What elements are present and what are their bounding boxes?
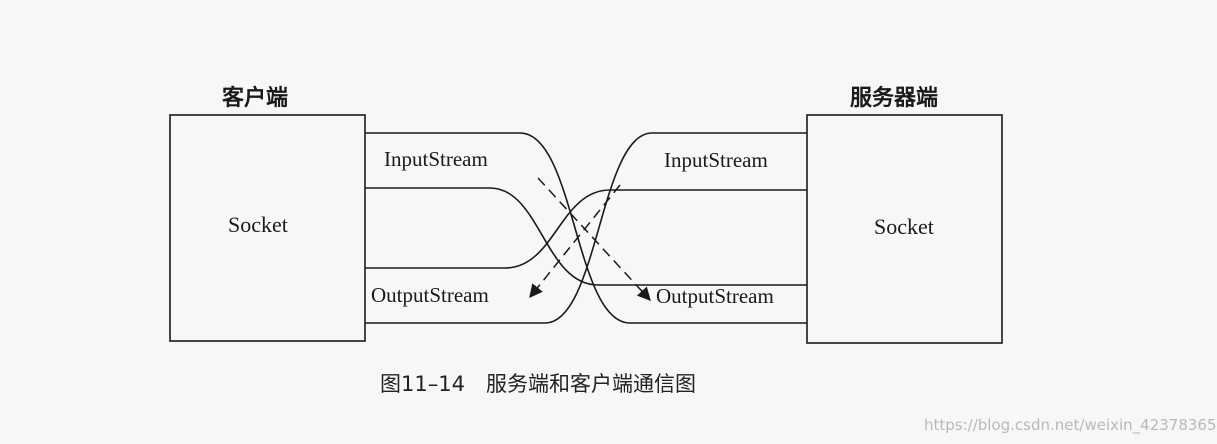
server-outputstream-label: OutputStream bbox=[656, 284, 774, 308]
client-input-channel-top bbox=[365, 132, 807, 324]
client-output-channel-top bbox=[365, 189, 807, 269]
client-outputstream-label: OutputStream bbox=[371, 283, 489, 307]
client-inputstream-label: InputStream bbox=[384, 147, 488, 171]
flow-arrow-client-to-server bbox=[537, 177, 651, 301]
client-output-channel-bottom bbox=[365, 132, 807, 324]
server-socket-label: Socket bbox=[874, 214, 934, 239]
server-title: 服务器端 bbox=[850, 86, 939, 111]
server-inputstream-label: InputStream bbox=[664, 148, 768, 172]
client-socket-label: Socket bbox=[228, 212, 288, 237]
client-input-channel-bottom bbox=[365, 187, 807, 286]
client-title: 客户端 bbox=[222, 86, 289, 111]
client-socket-box bbox=[169, 114, 366, 342]
figure-caption: 图11–14 服务端和客户端通信图 bbox=[380, 372, 696, 396]
flow-arrow-server-to-client bbox=[529, 184, 621, 299]
server-socket-box bbox=[806, 114, 1003, 344]
watermark-url: https://blog.csdn.net/weixin_42378365 bbox=[924, 416, 1217, 434]
